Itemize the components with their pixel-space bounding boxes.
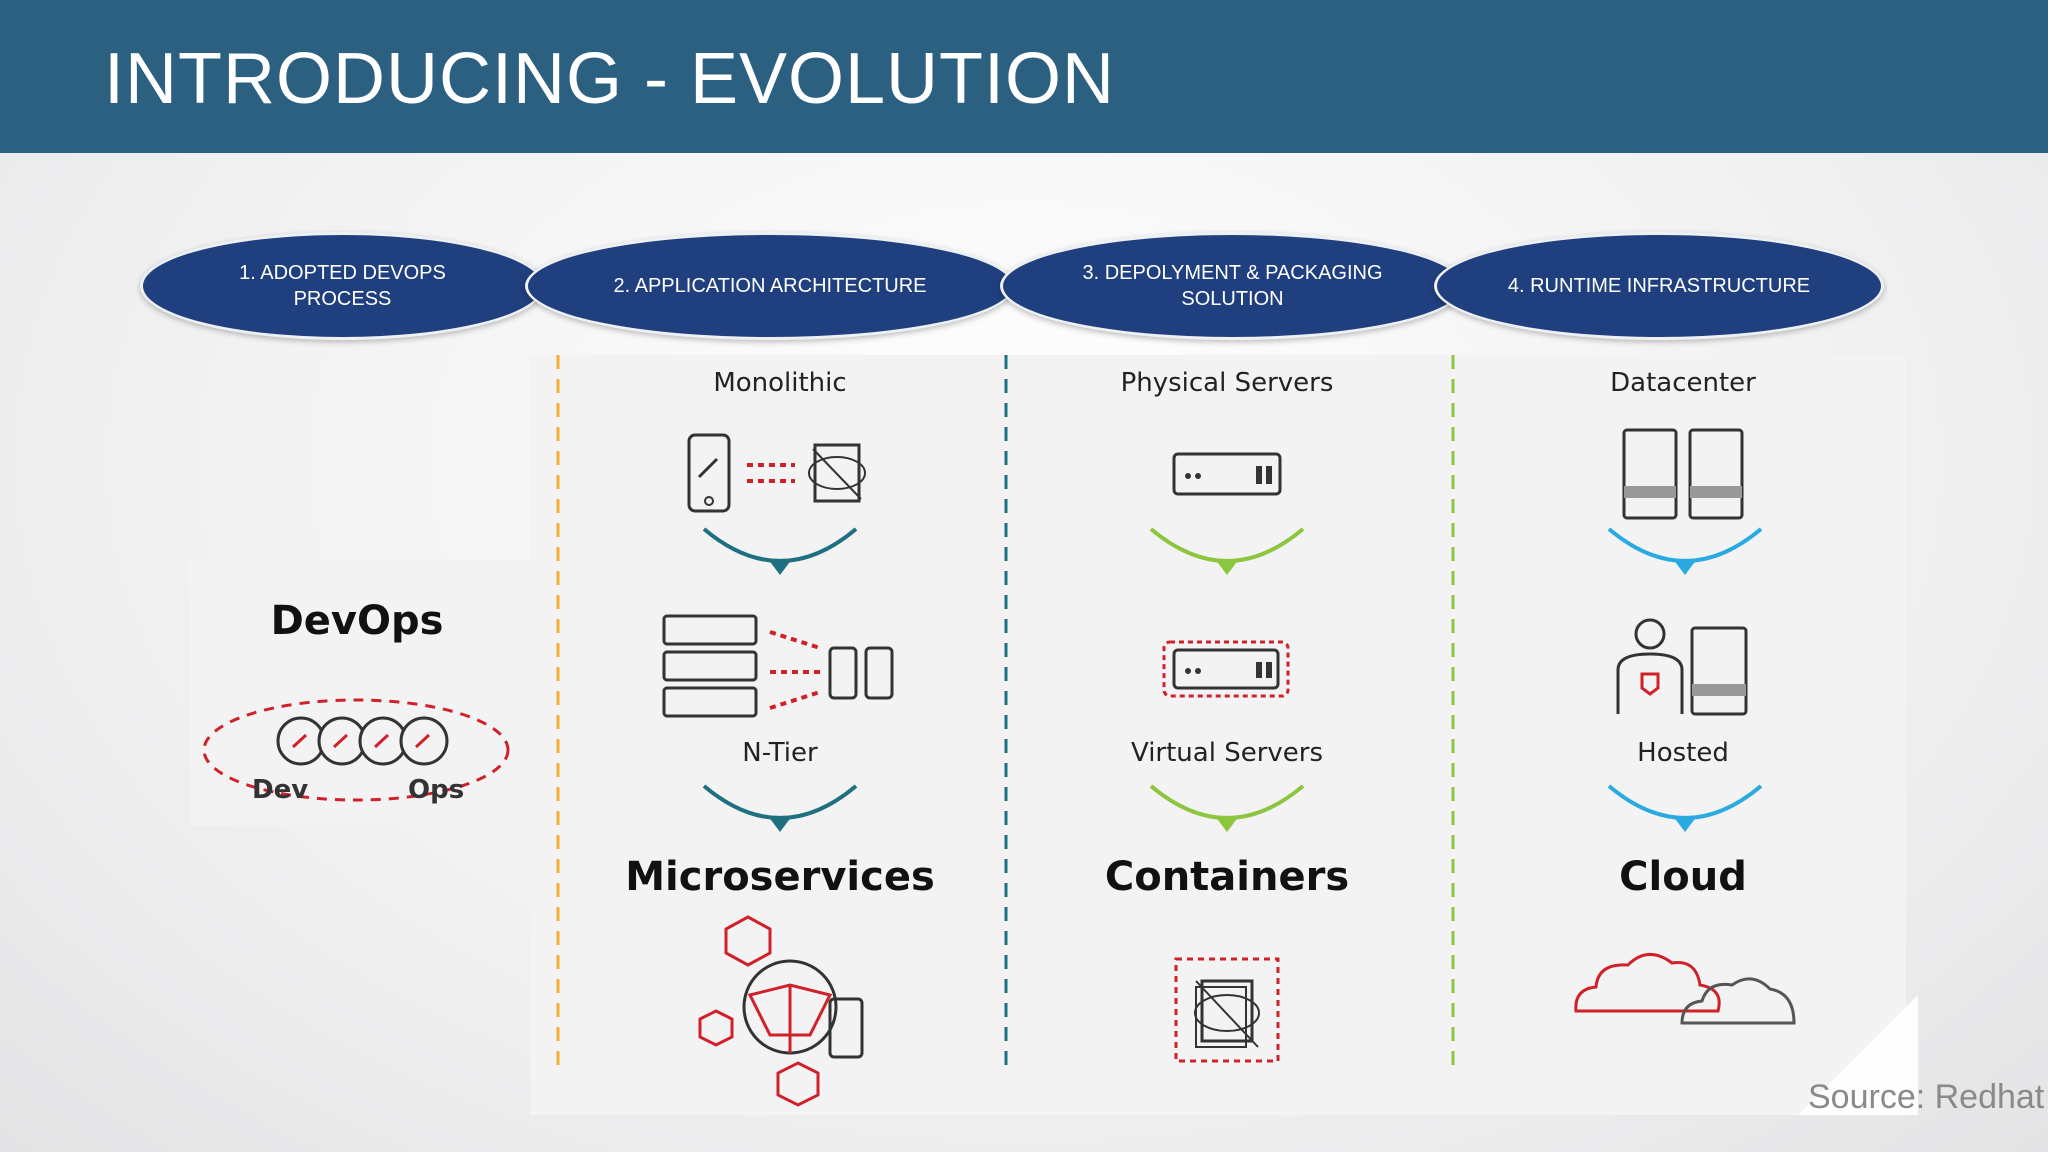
- cloud-icon: [1574, 953, 1796, 1025]
- virtual-server-icon: [1162, 640, 1290, 698]
- physical-server-icon: [1172, 452, 1282, 496]
- datacenter-label: Datacenter: [1610, 368, 1756, 398]
- physical-servers-label: Physical Servers: [1120, 368, 1334, 398]
- step-1-pill: 1. ADOPTED DEVOPS PROCESS: [140, 232, 545, 340]
- page-title: INTRODUCING - EVOLUTION: [104, 39, 1116, 119]
- devops-dev-label: Dev: [252, 775, 309, 805]
- hosted-icon: [1616, 618, 1748, 716]
- corner-triangle: [1798, 995, 1918, 1115]
- cloud-label: Cloud: [1619, 854, 1747, 900]
- n-tier-icon: [662, 614, 894, 718]
- virtual-servers-label: Virtual Servers: [1130, 738, 1324, 768]
- step-2-pill: 2. APPLICATION ARCHITECTURE: [525, 232, 1015, 340]
- microservices-icon: [698, 915, 864, 1107]
- step-4-pill: 4. RUNTIME INFRASTRUCTURE: [1434, 232, 1884, 340]
- step-3-pill: 3. DEPOLYMENT & PACKAGING SOLUTION: [1000, 232, 1465, 340]
- devops-panel: [190, 560, 530, 825]
- containers-label: Containers: [1104, 854, 1350, 900]
- hosted-label: Hosted: [1637, 738, 1729, 768]
- source-credit: Source: Redhat: [1808, 1078, 2045, 1116]
- devops-loop-icon: [202, 698, 510, 802]
- monolithic-icon: [687, 433, 866, 513]
- devops-title: DevOps: [270, 598, 444, 644]
- infrastructure-chevron-1: [1607, 527, 1763, 575]
- architecture-chevron-2: [702, 784, 858, 832]
- deployment-chevron-2: [1149, 784, 1305, 832]
- datacenter-icon: [1622, 428, 1744, 520]
- monolithic-label: Monolithic: [713, 368, 847, 398]
- n-tier-label: N-Tier: [742, 738, 818, 768]
- microservices-label: Microservices: [625, 854, 935, 900]
- header-bar: INTRODUCING - EVOLUTION: [0, 0, 2048, 153]
- deployment-chevron-1: [1149, 527, 1305, 575]
- container-icon: [1174, 957, 1280, 1063]
- architecture-chevron-1: [702, 527, 858, 575]
- infrastructure-chevron-2: [1607, 784, 1763, 832]
- devops-ops-label: Ops: [408, 775, 465, 805]
